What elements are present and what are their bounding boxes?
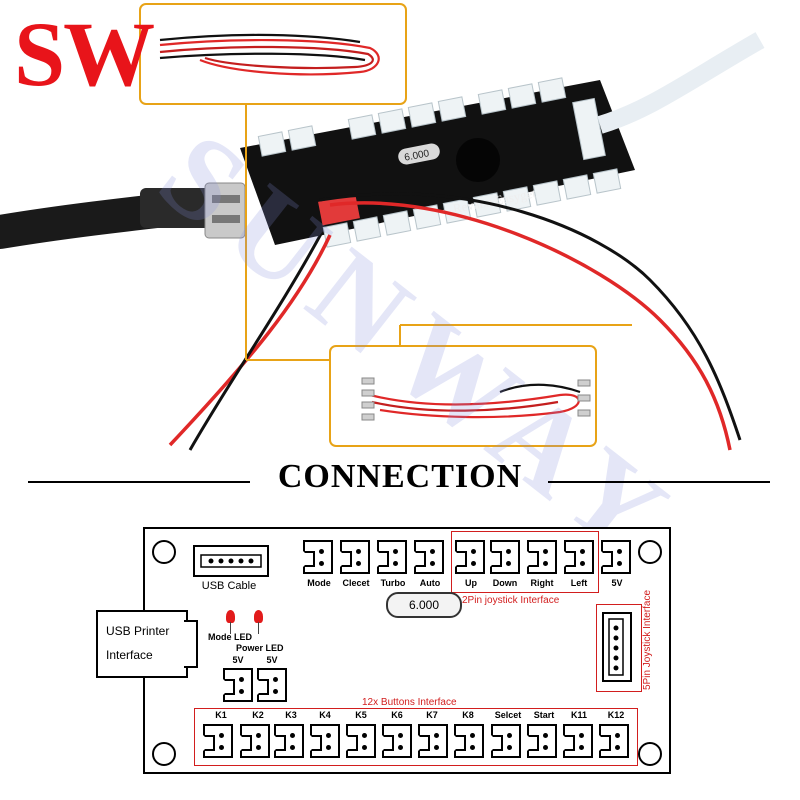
- black-wire-1: [188, 231, 324, 451]
- button-connector-k7: [418, 724, 448, 758]
- two-pin-joystick-highlight: [451, 531, 599, 593]
- connector-label-auto: Auto: [419, 578, 441, 588]
- power-connector-1: [223, 668, 253, 702]
- coiled-wires-top: [159, 33, 380, 76]
- usb-printer-label-line2: Interface: [106, 648, 153, 662]
- usb-plug-body: [140, 188, 220, 228]
- connector-label-down: Down: [492, 578, 518, 588]
- usb-connector-pins: [200, 554, 262, 568]
- button-label-start: Start: [533, 710, 555, 720]
- power-led-leg: [258, 622, 259, 634]
- two-pin-joystick-label: 2Pin joystick Interface: [462, 595, 560, 606]
- button-connector-k2: [240, 724, 270, 758]
- button-connector-k8: [454, 724, 484, 758]
- button-connector-k6: [382, 724, 412, 758]
- crystal-oscillator: 6.000: [386, 592, 462, 618]
- connector-label-clecet: Clecet: [342, 578, 370, 588]
- mode-led-icon: [226, 610, 235, 623]
- connector-label-up: Up: [465, 578, 477, 588]
- power-connector-label-1: 5V: [232, 655, 244, 665]
- white-ribbon: [597, 32, 765, 134]
- button-connector-start: [527, 724, 557, 758]
- five-pin-connector-pins: [608, 618, 624, 676]
- connector-left: [564, 540, 594, 574]
- product-photo: 6.000 Revann Easyget: [0, 3, 765, 451]
- connector-auto: [414, 540, 444, 574]
- usb-plug-metal: [204, 182, 246, 239]
- black-wire-2: [319, 192, 742, 441]
- joystick-harness-callout: [329, 345, 597, 447]
- connector-mode: [303, 540, 333, 574]
- button-connector-k3: [274, 724, 304, 758]
- five-pin-joystick-highlight: [596, 604, 642, 692]
- button-label-k4: K4: [319, 710, 331, 720]
- chip: [456, 138, 500, 182]
- title-rule-right: [548, 481, 770, 483]
- usb-printer-port: [184, 620, 198, 668]
- button-connector-k12: [599, 724, 629, 758]
- five-pin-joystick-label: 5Pin Joystick Interface: [642, 589, 653, 690]
- power-connector-2: [257, 668, 287, 702]
- red-wire-1: [168, 234, 332, 447]
- connector-clecet: [340, 540, 370, 574]
- button-connector-k4: [310, 724, 340, 758]
- power-led-icon: [254, 610, 263, 623]
- connector-label-mode: Mode: [307, 578, 331, 588]
- crystal-text: 6.000: [404, 148, 431, 164]
- button-label-k6: K6: [391, 710, 403, 720]
- buttons-interface-label: 12x Buttons Interface: [362, 697, 457, 708]
- button-label-k5: K5: [355, 710, 367, 720]
- usb-printer-interface: USB Printer Interface: [96, 610, 188, 678]
- power-connector-label-2: 5V: [266, 655, 278, 665]
- connector-turbo: [377, 540, 407, 574]
- product-illustration: 6.000 Revann Easyget: [0, 3, 765, 451]
- five-pin-joystick-connector: [602, 612, 632, 682]
- red-wire-2: [329, 201, 732, 451]
- usb-printer-label-line1: USB Printer: [106, 624, 170, 638]
- button-label-k12: K12: [607, 710, 625, 720]
- connector-down: [490, 540, 520, 574]
- wire-terminals: [361, 377, 591, 421]
- connector-label-left: Left: [570, 578, 588, 588]
- button-label-k8: K8: [462, 710, 474, 720]
- button-label-k11: K11: [570, 710, 587, 720]
- button-connector-k5: [346, 724, 376, 758]
- button-connector-k11: [563, 724, 593, 758]
- usb-cable-label: USB Cable: [201, 580, 257, 592]
- button-label-k2: K2: [252, 710, 264, 720]
- button-label-select: Selcet: [494, 710, 522, 720]
- mount-hole: [638, 540, 662, 564]
- button-label-k7: K7: [426, 710, 438, 720]
- crystal: [398, 143, 440, 165]
- connector-right: [527, 540, 557, 574]
- buttons-interface-highlight: [194, 708, 638, 766]
- power-led-label: Power LED: [236, 643, 284, 653]
- connector-label-5v-top: 5V: [611, 578, 623, 588]
- brand-logo: SW: [14, 3, 155, 105]
- usb-cable-connector: [193, 545, 269, 577]
- button-connector-select: [491, 724, 521, 758]
- title-rule-left: [28, 481, 250, 483]
- button-connector-k1: [203, 724, 233, 758]
- mount-hole: [152, 742, 176, 766]
- mode-led-label: Mode LED: [208, 632, 252, 642]
- connector-up: [455, 540, 485, 574]
- section-title: CONNECTION: [277, 458, 523, 495]
- connector-label-right: Right: [530, 578, 554, 588]
- connector-5v-top: [601, 540, 631, 574]
- button-label-k1: K1: [215, 710, 227, 720]
- mode-led-leg: [230, 622, 231, 634]
- button-label-k3: K3: [285, 710, 297, 720]
- board-connectors: [257, 77, 622, 248]
- mount-hole: [152, 540, 176, 564]
- mount-hole: [638, 742, 662, 766]
- connector-label-turbo: Turbo: [380, 578, 406, 588]
